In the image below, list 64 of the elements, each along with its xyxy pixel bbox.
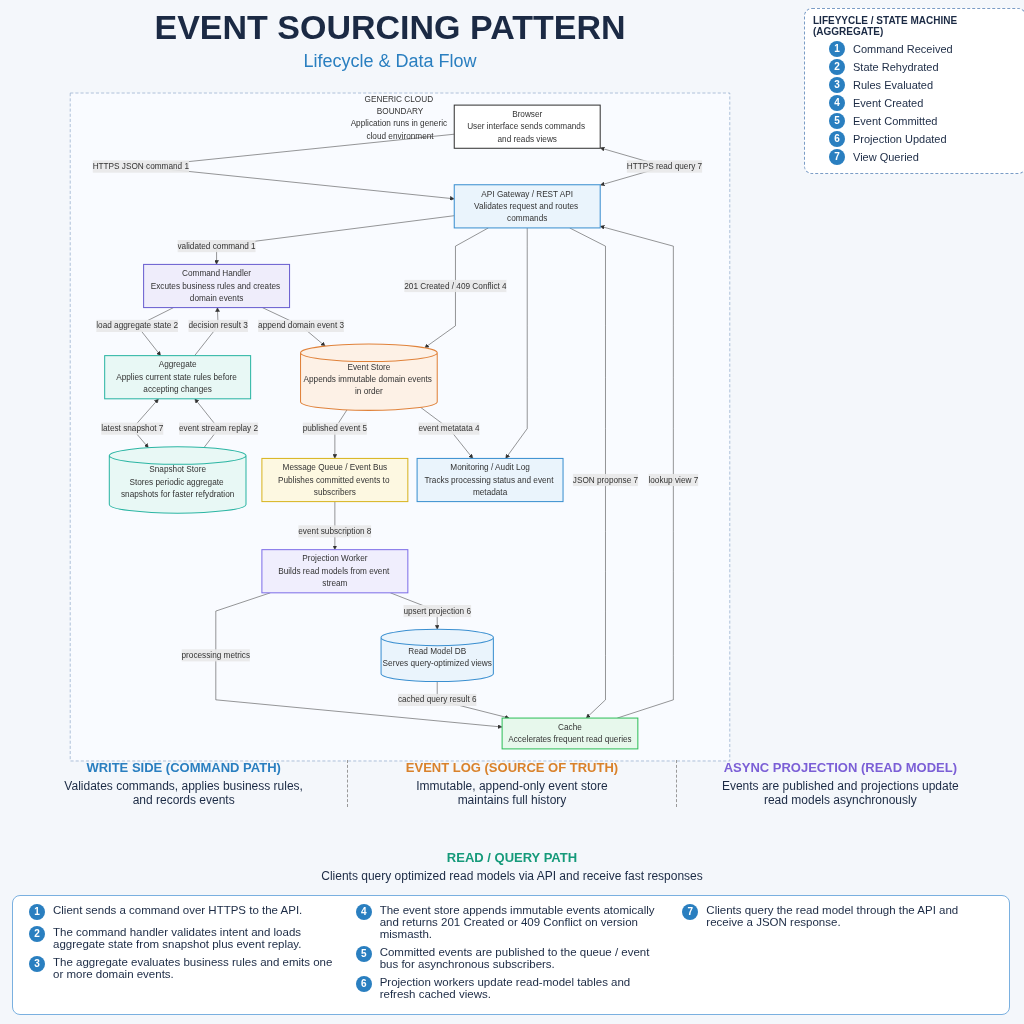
edge-label: processing metrics [181, 650, 251, 660]
step-text: Command Received [853, 43, 953, 55]
node-box: Browser User interface sends commands and reads views [453, 104, 601, 149]
section-heading: WRITE SIDE (COMMAND PATH) [86, 760, 281, 775]
edge-label: event metatata 4 [418, 423, 480, 433]
step-number: 4 [355, 904, 372, 920]
step-text: Event Created [853, 97, 924, 109]
edge-label: validated command 1 [177, 241, 256, 251]
note-text: The command handler validates intent and loads aggregate state from snapshot plus event replay. [53, 926, 303, 950]
step-number: 6 [829, 131, 845, 147]
section-text: Clients query optimized read models via API and receive fast responses [321, 869, 703, 883]
edge-label: published event 5 [302, 423, 368, 433]
edge-label: upsert projection 6 [403, 606, 472, 616]
edge-label: JSON proponse 7 [572, 475, 639, 485]
step-number: 3 [829, 77, 845, 93]
section-heading: READ / QUERY PATH [446, 850, 578, 865]
step-number: 1 [29, 904, 45, 920]
edge-label: latest snapshot 7 [101, 423, 164, 433]
note-text: Clients query the read model through the API and receive a JSON response. [706, 904, 960, 928]
node-box: Monitoring / Audit Log Tracks processing status and event metadata [416, 457, 564, 503]
section-text: Validates commands, applies business rules, and records events [63, 779, 304, 807]
note-text: The aggregate evaluates business rules and emits one or more domain events. [53, 956, 334, 980]
section-heading: EVENT LOG (SOURCE OF TRUTH) [405, 760, 619, 775]
note-text: Committed events are published to the queue / event bus for asynchronous subscribers. [379, 946, 651, 970]
node-box: Message Queue / Event Bus Publishes committed events to subscribers [261, 457, 409, 503]
step-text: Event Committed [853, 115, 938, 127]
edge-label: lookup view 7 [648, 475, 699, 485]
step-number: 7 [682, 904, 699, 920]
note-text: Client sends a command over HTTPS to the API. [53, 904, 303, 916]
edge-label: 201 Created / 409 Conflict 4 [404, 281, 507, 291]
edge-label: event subscription 8 [298, 526, 372, 536]
step-number: 5 [829, 113, 845, 129]
edge-label: load aggregate state 2 [96, 321, 179, 330]
subtitle: Lifecycle & Data Flow [303, 51, 477, 72]
step-number: 1 [829, 41, 845, 57]
step-number: 3 [29, 956, 45, 972]
panel-heading: LIFEYYCLE / STATE MACHINE (AGGREGATE) [813, 15, 959, 37]
step-number: 6 [355, 976, 372, 992]
section-text: Immutable, append-only event store maintains full history [415, 779, 609, 807]
step-number: 2 [29, 926, 45, 942]
edge-label: event stream replay 2 [179, 423, 259, 433]
node-box: Cache Accelerates frequent read queries [501, 717, 639, 750]
edge-label: HTTPS read query 7 [626, 161, 703, 171]
step-text: State Rehydrated [853, 61, 939, 73]
edge-label: append domain event 3 [258, 321, 345, 330]
step-number: 4 [829, 95, 845, 111]
edge-label: HTTPS JSON command 1 [92, 161, 190, 171]
note-text: The event store appends immutable events atomically and returns 201 Created or 409 Conflict on version mismasth. [379, 904, 656, 940]
step-text: Projection Updated [853, 133, 947, 145]
note-text: Projection workers update read-model tables and refresh cached views. [379, 976, 632, 1000]
step-number: 2 [829, 59, 845, 75]
step-text: Rules Evaluated [853, 79, 934, 91]
step-number: 7 [829, 149, 845, 165]
section-heading: ASYNC PROJECTION (READ MODEL) [723, 760, 957, 775]
step-number: 5 [355, 946, 372, 962]
node-box: Aggregate Applies current state rules before accepting changes [104, 355, 252, 400]
node-box: Projection Worker Builds read models from event stream [261, 549, 409, 594]
title: EVENT SOURCING PATTERN [153, 8, 627, 47]
node-box: Command Handler Excutes business rules and creates domain events [143, 263, 291, 309]
section-text: Events are published and projections update read models asynchronously [720, 779, 960, 807]
edge-label: cached query result 6 [397, 695, 477, 704]
step-text: View Queried [853, 151, 919, 163]
node-box: API Gateway / REST API Validates request and routes commands [453, 184, 601, 229]
edge-label: decision result 3 [188, 321, 248, 330]
